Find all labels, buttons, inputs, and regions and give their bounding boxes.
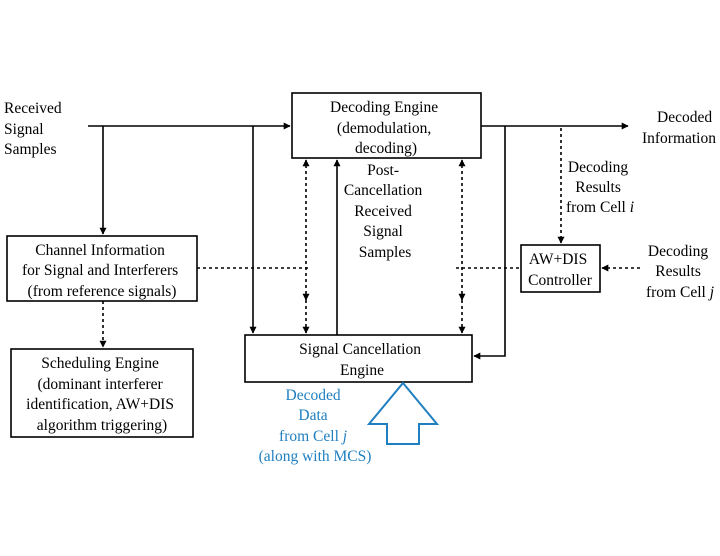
decoded-data-cell-j-label: Decoded Data from Cell j (along with MCS… <box>259 387 372 465</box>
scheduling-engine-text: Scheduling Engine (dominant interferer i… <box>26 355 178 434</box>
aw-dis-controller-box <box>520 244 601 293</box>
decoding-results-cell-i-label: Decoding Results from Cell i <box>566 159 634 216</box>
signal-cancellation-text: Signal Cancellation Engine <box>299 341 425 379</box>
decoded-data-input-arrow <box>366 381 440 445</box>
decoding-engine-box <box>291 92 482 159</box>
channel-info-box <box>6 235 198 302</box>
channel-info-text: Channel Information for Signal and Inter… <box>22 242 182 300</box>
decoding-results-cell-j-label: Decoding Results from Cell j <box>646 243 714 301</box>
aw-dis-controller-text: AW+DIS Controller <box>528 251 593 289</box>
scheduling-engine-box <box>10 348 194 438</box>
decoded-information-label: Decoded Information <box>642 109 716 147</box>
decoding-feedback-line <box>473 126 506 360</box>
signal-cancellation-box <box>244 334 473 383</box>
post-cancellation-label: Post- Cancellation Received Signal Sampl… <box>344 162 426 261</box>
decoding-engine-text: Decoding Engine (demodulation, decoding) <box>330 99 442 157</box>
received-signal-samples-label: Received Signal Samples <box>4 100 66 158</box>
